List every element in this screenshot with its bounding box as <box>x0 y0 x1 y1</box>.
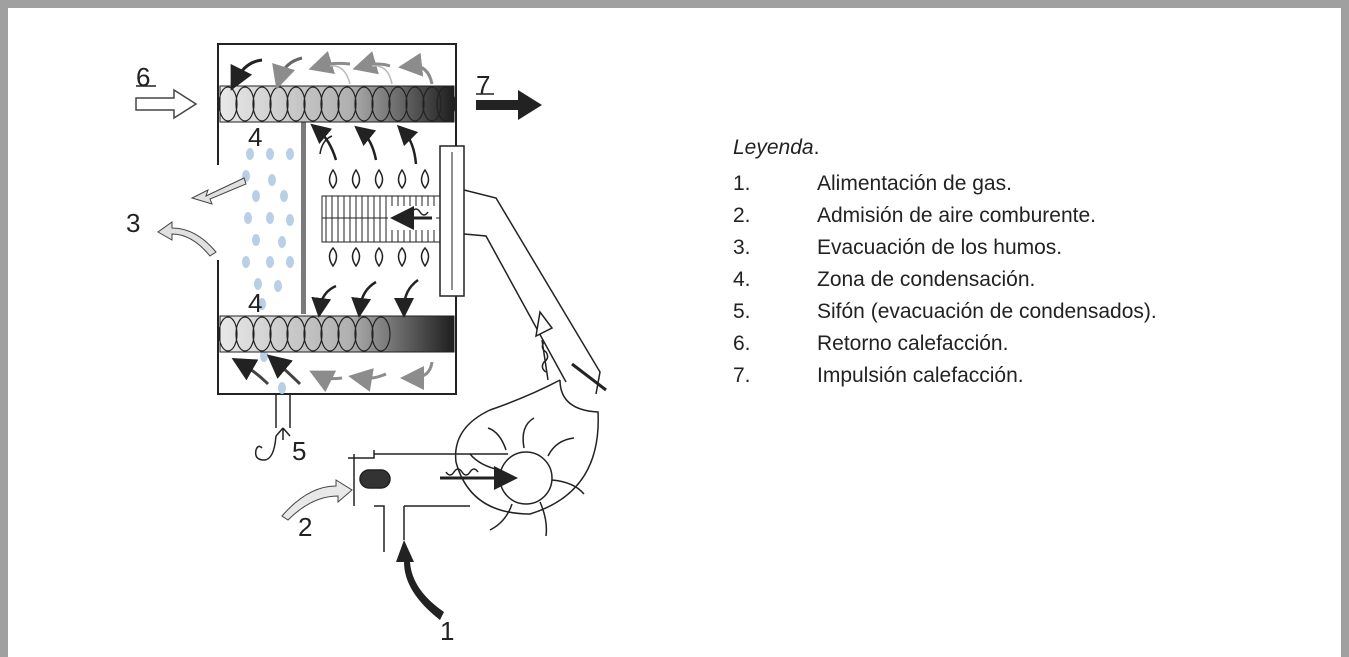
legend-item-number: 6. <box>733 332 751 355</box>
burner-flames-top <box>328 168 430 190</box>
label-5: 5 <box>292 436 306 466</box>
legend-item: 2. Admisión de aire comburente. <box>733 200 1333 232</box>
legend-item-number: 1. <box>733 172 751 195</box>
label-4-bottom: 4 <box>248 288 262 318</box>
legend-item-text: Evacuación de los humos. <box>817 236 1063 259</box>
legend-item-text: Sifón (evacuación de condensados). <box>817 300 1157 323</box>
burner <box>321 195 441 243</box>
upper-chamber-arrows <box>310 123 419 165</box>
legend-title-text: Leyenda <box>733 136 814 159</box>
legend-item-text: Zona de condensación. <box>817 268 1036 291</box>
legend-item-text: Admisión de aire comburente. <box>817 204 1096 227</box>
legend-item: 7. Impulsión calefacción. <box>733 360 1333 392</box>
legend-item: 5. Sifón (evacuación de condensados). <box>733 296 1333 328</box>
label-1: 1 <box>440 616 454 646</box>
label-4-top: 4 <box>248 122 262 152</box>
supply-outlet-arrow <box>476 90 542 120</box>
top-flow-arrows <box>230 51 434 91</box>
lower-chamber-arrows <box>311 278 419 318</box>
legend-item-number: 7. <box>733 364 751 387</box>
legend-item: 1. Alimentación de gas. <box>733 168 1333 200</box>
legend: Leyenda. 1. Alimentación de gas. 2. Admi… <box>733 136 1333 392</box>
legend-item-text: Impulsión calefacción. <box>817 364 1024 387</box>
label-3: 3 <box>126 208 140 238</box>
air-gas-duct <box>439 145 607 395</box>
legend-title: Leyenda. <box>733 136 1333 162</box>
gas-air-inlet <box>348 450 518 552</box>
bottom-coil-pipe <box>218 315 455 353</box>
label-7: 7 <box>476 70 490 100</box>
fan <box>454 379 599 537</box>
air-intake-arrow <box>281 479 353 521</box>
legend-item: 3. Evacuación de los humos. <box>733 232 1333 264</box>
flue-gas-arrows <box>157 177 247 257</box>
divider-wall <box>301 122 306 314</box>
bottom-flow-arrows <box>231 354 434 393</box>
top-coil-pipe <box>218 85 456 123</box>
legend-item: 6. Retorno calefacción. <box>733 328 1333 360</box>
siphon <box>254 394 291 461</box>
boiler-diagram: 6 7 4 3 4 5 2 1 <box>126 43 607 646</box>
legend-item-number: 4. <box>733 268 751 291</box>
legend-item-number: 2. <box>733 204 751 227</box>
gas-supply-arrow <box>396 540 444 620</box>
legend-item-number: 5. <box>733 300 751 323</box>
return-inlet-arrow <box>135 88 198 120</box>
label-6: 6 <box>136 62 150 92</box>
legend-item-text: Alimentación de gas. <box>817 172 1012 195</box>
legend-title-suffix: . <box>813 136 820 159</box>
legend-item-text: Retorno calefacción. <box>817 332 1009 355</box>
burner-flames-bottom <box>328 246 430 268</box>
legend-item: 4. Zona de condensación. <box>733 264 1333 296</box>
legend-item-number: 3. <box>733 236 751 259</box>
label-2: 2 <box>298 512 312 542</box>
